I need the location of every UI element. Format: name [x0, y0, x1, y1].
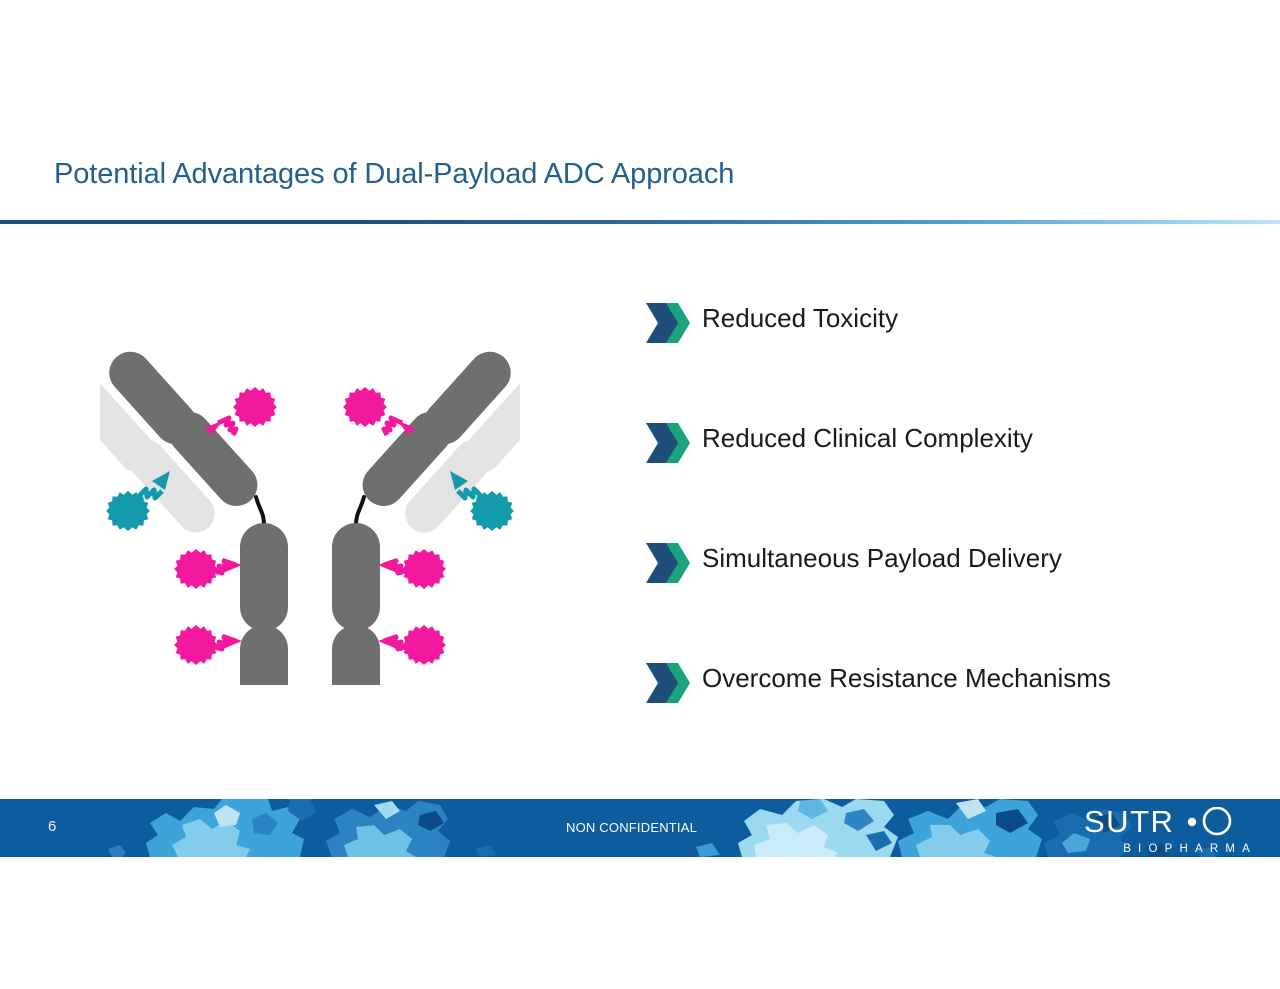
slide-canvas: Potential Advantages of Dual-Payload ADC…: [0, 158, 1280, 857]
confidentiality-label: NON CONFIDENTIAL: [566, 820, 698, 835]
title-divider: [0, 220, 1280, 224]
sutro-tagline: BIOPHARMA: [1123, 843, 1257, 855]
list-item: Simultaneous Payload Delivery: [644, 536, 1244, 656]
list-item-label: Overcome Resistance Mechanisms: [702, 663, 1111, 693]
advantages-list: Reduced Toxicity Reduced Clinical Comple…: [644, 296, 1244, 776]
sutro-wordmark: SUTR: [1084, 804, 1250, 841]
page-number: 6: [48, 818, 57, 835]
sutro-biopharma-logo: SUTR BIOPHARMA: [1084, 804, 1250, 856]
dual-payload-adc-figure: [69, 335, 551, 731]
double-chevron-icon: [644, 542, 690, 584]
list-item-label: Reduced Toxicity: [702, 303, 899, 333]
molecule-blob-decoration: [0, 799, 1280, 857]
svg-text:SUTR: SUTR: [1084, 807, 1174, 837]
list-item: Overcome Resistance Mechanisms: [644, 656, 1244, 776]
list-item: Reduced Toxicity: [644, 296, 1244, 416]
double-chevron-icon: [644, 662, 690, 704]
double-chevron-icon: [644, 422, 690, 464]
list-item-label: Simultaneous Payload Delivery: [702, 543, 1062, 573]
page-title: Potential Advantages of Dual-Payload ADC…: [54, 158, 735, 190]
double-chevron-icon: [644, 302, 690, 344]
list-item: Reduced Clinical Complexity: [644, 416, 1244, 536]
list-item-label: Reduced Clinical Complexity: [702, 423, 1033, 453]
slide-footer: 6 NON CONFIDENTIAL SUTR BIOPHARMA: [0, 799, 1280, 857]
